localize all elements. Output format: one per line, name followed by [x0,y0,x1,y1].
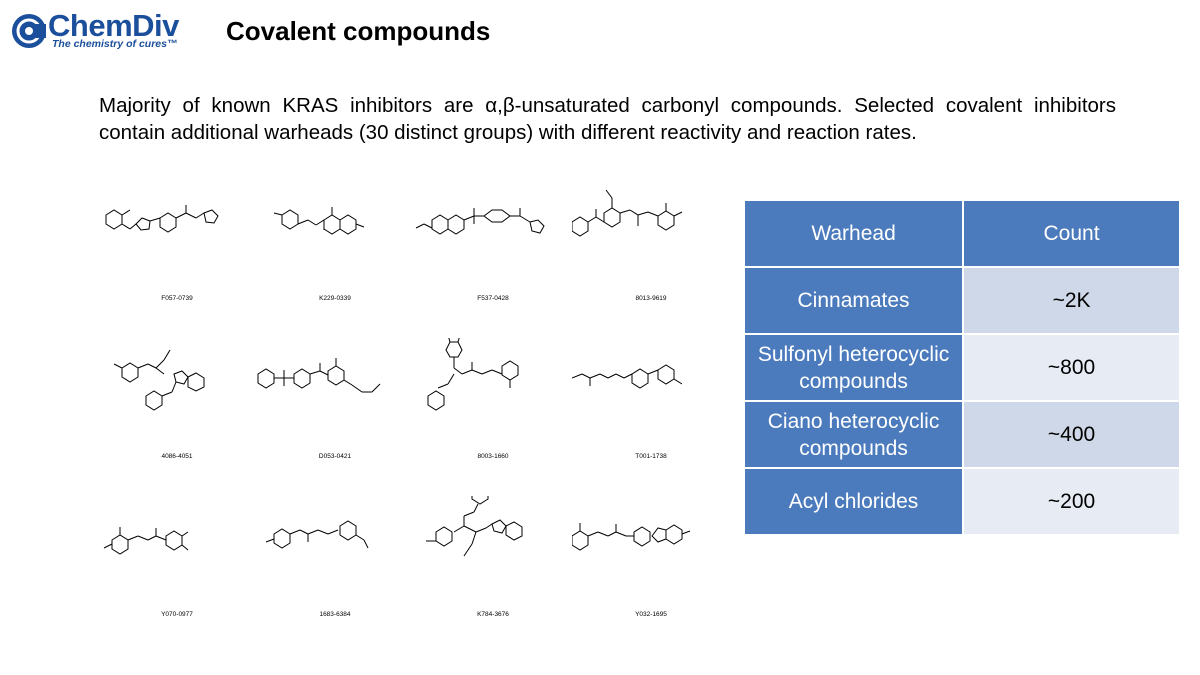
compound-id: Y032-1695 [635,611,667,618]
warhead-count: ~200 [964,469,1179,534]
brand-name: ChemDiv [48,8,179,43]
compound-id: F537-0428 [477,295,509,302]
molecule-structure-icon [426,496,523,557]
warhead-name: Acyl chlorides [745,469,963,534]
warhead-count: ~400 [964,402,1179,467]
slide-title: Covalent compounds [226,16,491,46]
warhead-table: Warhead Count Cinnamates ~2K Sulfonyl he… [743,199,1181,536]
compound-cell: F537-0428 [414,180,572,332]
compound-cell: 8013-9619 [572,180,730,332]
compound-cell: F057-0739 [98,180,256,332]
warhead-count: ~800 [964,335,1179,400]
brand-tagline: The chemistry of cures™ [52,38,178,50]
molecule-structure-icon [572,364,683,389]
molecule-structure-icon [415,208,545,235]
compound-cell: K784-3676 [414,496,572,648]
molecule-structure-icon [257,358,381,393]
compound-id: Y070-0977 [161,611,193,618]
compound-id: T001-1738 [635,453,667,460]
compound-cell: 4086-4051 [98,338,256,490]
header-count: Count [964,201,1179,266]
molecule-structure-icon [105,205,219,233]
compound-id: 4086-4051 [161,453,193,460]
compound-cell: Y070-0977 [98,496,256,648]
compound-cell: Y032-1695 [572,496,730,648]
compound-cell: 1683-6384 [256,496,414,648]
header-warhead: Warhead [745,201,963,266]
warhead-name: Sulfonyl heterocyclic compounds [745,335,963,400]
warhead-count: ~2K [964,268,1179,333]
table-row: Acyl chlorides ~200 [745,469,1179,534]
molecule-structure-icon [572,189,683,237]
compound-cell: 8003-1660 [414,338,572,490]
table-row: Sulfonyl heterocyclic compounds ~800 [745,335,1179,400]
warhead-name: Ciano heterocyclic compounds [745,402,963,467]
intro-text: Majority of known KRAS inhibitors are α,… [99,94,1116,144]
chemdiv-logo-icon [12,14,46,48]
compound-id: 1683-6384 [319,611,351,618]
chemdiv-logo: ChemDiv The chemistry of cures™ [10,8,190,52]
compound-id: K229-0339 [319,295,351,302]
molecule-structure-icon [572,523,691,551]
molecule-structure-icon [427,338,519,411]
compound-cell: K229-0339 [256,180,414,332]
molecule-structure-icon [273,207,365,235]
compound-cell: D053-0421 [256,338,414,490]
compound-id: 8003-1660 [477,453,509,460]
compound-id: K784-3676 [477,611,509,618]
molecule-structure-icon [265,520,369,549]
compound-id: 8013-9619 [635,295,667,302]
compound-id: D053-0421 [318,453,352,460]
molecule-structure-icon [103,527,189,555]
compound-id: F057-0739 [161,295,193,302]
table-header-row: Warhead Count [745,201,1179,266]
table-row: Cinnamates ~2K [745,268,1179,333]
table-row: Ciano heterocyclic compounds ~400 [745,402,1179,467]
compound-grid: F057-0739 K229-0339 F537-0428 [98,180,730,640]
compound-cell: T001-1738 [572,338,730,490]
warhead-name: Cinnamates [745,268,963,333]
molecule-structure-icon [113,349,205,411]
